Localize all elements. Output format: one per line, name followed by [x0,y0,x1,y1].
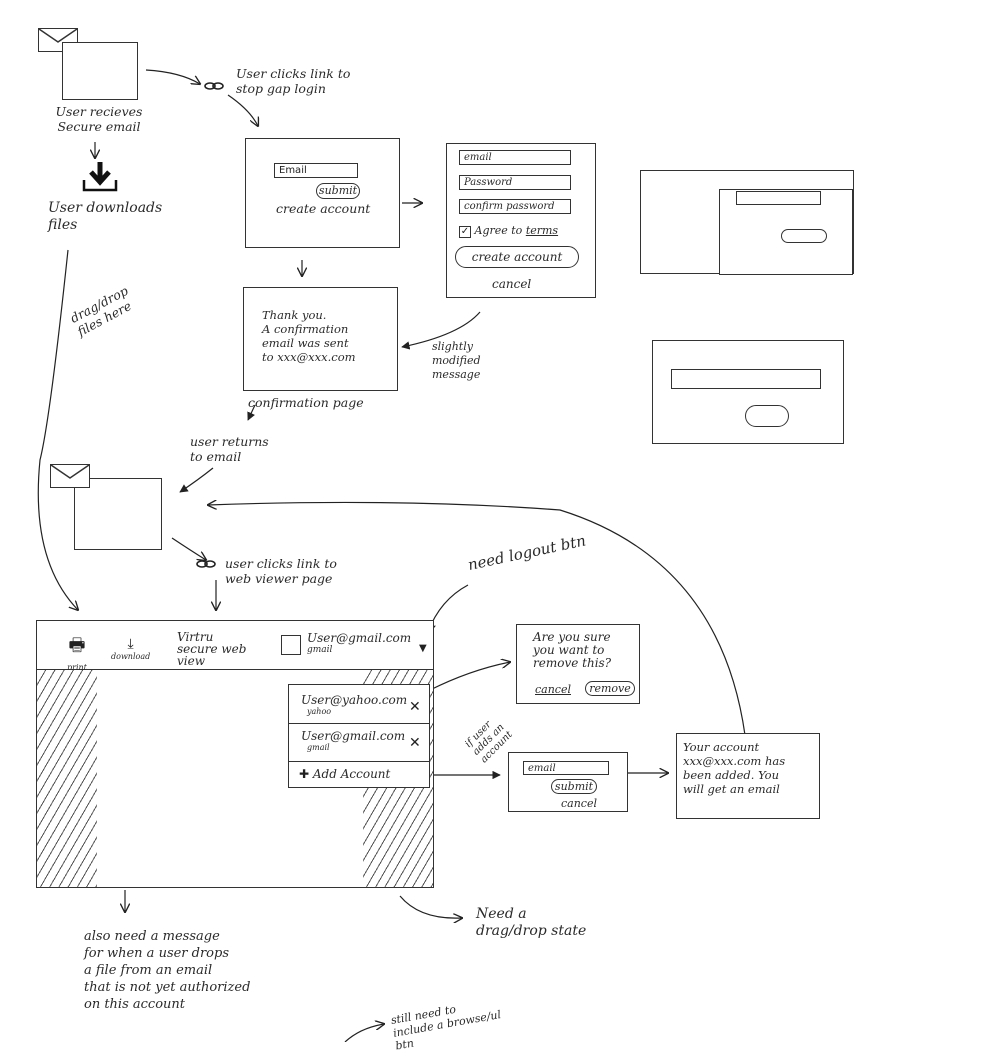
account-menu-item[interactable]: User@yahoo.com yahoo ✕ [289,685,429,724]
user-returns-note: user returns to email [190,434,269,464]
checkbox-checked-icon[interactable]: ✓ [459,226,471,238]
cancel-link[interactable]: cancel [535,683,571,696]
viewer-link-label: user clicks link to web viewer page [225,556,337,586]
receive-email-label: User recieves Secure email [55,104,143,134]
browse-button-note: still need to include a browse/ul btn [389,1002,502,1053]
email-thumbnail-1 [38,28,138,100]
submit-button[interactable]: submit [316,183,360,199]
remove-confirm-dialog: Are you sure you want to remove this? ca… [516,624,640,704]
account-email: User@gmail.com [301,729,406,743]
email-field[interactable]: email [459,150,571,165]
remove-icon[interactable]: ✕ [409,735,421,751]
envelope-flap-icon [50,464,90,479]
cancel-link[interactable]: cancel [492,277,532,291]
email-page-icon [62,42,138,100]
email-field[interactable]: email [523,761,609,775]
sketch-button [745,405,789,427]
agree-label: Agree to [474,224,523,237]
create-account-link[interactable]: create account [276,201,371,216]
download-files-label: User downloads files [48,200,163,233]
remove-icon[interactable]: ✕ [409,699,421,715]
left-sidebar-area [37,670,97,887]
confirmation-page-caption: confirmation page [248,395,364,410]
account-email: User@gmail.com [307,631,412,645]
download-icon [82,162,118,192]
stop-gap-link-label: User clicks link to stop gap login [236,66,351,96]
sketch-field [736,191,821,205]
add-account-label: Add Account [312,767,391,781]
confirmation-card: Thank you. A confirmation email was sent… [243,287,398,391]
wireframe-sketch-2 [652,340,844,444]
wireframe-sketch-1 [640,170,854,275]
email-field[interactable]: Email [274,163,358,178]
create-account-button[interactable]: create account [455,246,579,268]
account-email: User@yahoo.com [301,693,408,707]
terms-row: ✓ Agree to terms [459,224,558,238]
terms-link[interactable]: terms [525,224,559,237]
account-menu-item[interactable]: User@gmail.com gmail ✕ [289,723,429,762]
drag-drop-state-note: Need a drag/drop state [476,906,587,939]
password-field[interactable]: Password [459,175,571,190]
viewer-toolbar: 🖶 print ⤓ download Virtru secure web vie… [37,621,433,672]
email-thumbnail-2 [50,464,162,552]
unauthorized-file-note: also need a message for when a user drop… [84,929,251,1012]
modified-message-note: slightly modified message [432,340,481,381]
logout-note: need logout btn [466,531,588,574]
print-label: print [67,663,87,672]
remove-button[interactable]: remove [585,681,635,696]
drag-drop-label: drag/drop files here [67,282,134,340]
viewer-title: Virtru secure web view [177,630,247,668]
plus-icon: ✚ [299,767,310,781]
confirmation-message: Thank you. A confirmation email was sent… [262,308,356,364]
account-switcher[interactable]: User@gmail.com gmail ▼ [281,631,431,661]
add-account-item[interactable]: ✚ Add Account [299,767,390,781]
submit-button[interactable]: submit [551,779,597,794]
account-added-card: Your account xxx@xxx.com has been added.… [676,733,820,819]
print-button[interactable]: 🖶 print [67,633,87,672]
add-account-card: email submit cancel [508,752,628,812]
confirm-password-field[interactable]: confirm password [459,199,571,214]
login-card: Email submit create account [245,138,400,248]
account-provider: yahoo [307,707,332,716]
signup-card: email Password confirm password ✓ Agree … [446,143,596,298]
account-provider: gmail [307,645,333,655]
account-dropdown: User@yahoo.com yahoo ✕ User@gmail.com gm… [288,684,430,788]
sketch-field [671,369,821,389]
remove-confirm-message: Are you sure you want to remove this? [533,630,612,670]
chevron-down-icon: ▼ [419,643,427,654]
account-added-message: Your account xxx@xxx.com has been added.… [683,740,786,796]
email-page-icon [74,478,162,550]
printer-icon: 🖶 [68,635,86,656]
cancel-link[interactable]: cancel [561,797,597,810]
account-provider: gmail [307,743,330,752]
download-tray-icon: ⤓ [127,636,134,652]
avatar-icon [281,635,301,655]
download-button[interactable]: ⤓ download [111,633,150,661]
sketch-button [781,229,827,243]
envelope-flap-icon [38,28,78,43]
download-label: download [111,652,151,661]
